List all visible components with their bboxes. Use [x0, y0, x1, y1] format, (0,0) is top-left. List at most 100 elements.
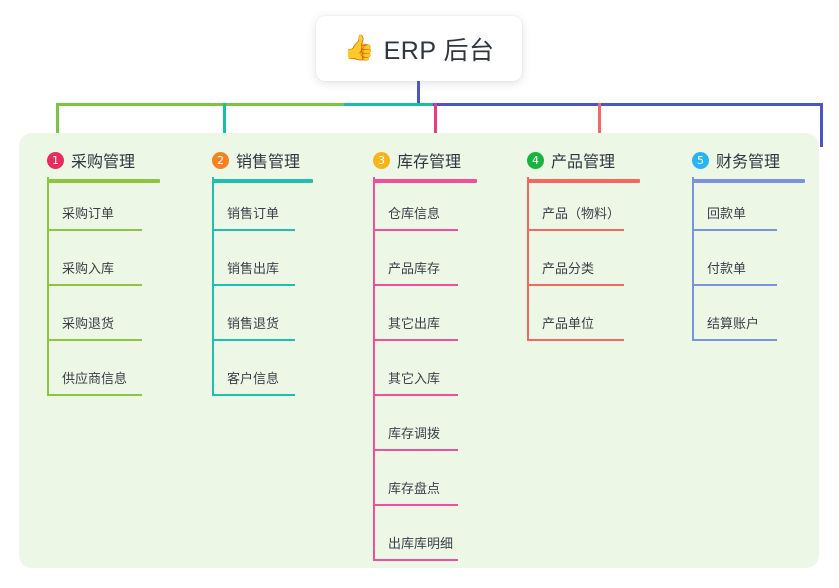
leaf-label: 出库库明细 [388, 536, 454, 551]
branch-header-1[interactable]: 1 采购管理 [47, 147, 160, 173]
branch-spine-1 [47, 177, 49, 396]
branch-title-5: 财务管理 [716, 154, 781, 171]
branch-title-1: 采购管理 [71, 154, 136, 171]
leaf-underline [527, 284, 624, 286]
branch-spine-2 [212, 177, 214, 396]
branch-underline-2 [212, 179, 313, 183]
leaf-label: 采购退货 [62, 316, 115, 331]
leaf-node[interactable]: 采购退货 [47, 313, 142, 341]
leaf-node[interactable]: 产品（物料） [527, 203, 624, 231]
leaf-node[interactable]: 供应商信息 [47, 368, 142, 396]
leaf-label: 销售订单 [227, 206, 280, 221]
branch-badge-2: 2 [212, 151, 229, 169]
root-stem-connector [417, 81, 420, 104]
leaf-underline [373, 284, 458, 286]
leaf-node[interactable]: 付款单 [692, 258, 777, 286]
leaf-label: 库存盘点 [388, 481, 441, 496]
leaf-underline [212, 284, 295, 286]
leaf-node[interactable]: 销售退货 [212, 313, 295, 341]
leaf-underline [47, 229, 142, 231]
branch-badge-1: 1 [47, 151, 64, 169]
leaf-label: 产品分类 [542, 261, 595, 276]
leaf-label: 采购入库 [62, 261, 115, 276]
branch-drop-5 [820, 103, 823, 147]
leaf-node[interactable]: 销售出库 [212, 258, 295, 286]
leaf-node[interactable]: 采购入库 [47, 258, 142, 286]
leaf-node[interactable]: 回款单 [692, 203, 777, 231]
leaf-underline [373, 559, 458, 561]
leaf-label: 销售出库 [227, 261, 280, 276]
leaf-node[interactable]: 库存调拨 [373, 423, 458, 451]
leaf-node[interactable]: 仓库信息 [373, 203, 458, 231]
leaf-node[interactable]: 采购订单 [47, 203, 142, 231]
leaf-underline [692, 339, 777, 341]
leaf-node[interactable]: 库存盘点 [373, 478, 458, 506]
leaf-label: 产品（物料） [542, 206, 621, 221]
leaf-label: 其它出库 [388, 316, 441, 331]
branch-drop-3 [434, 103, 437, 147]
leaf-label: 回款单 [707, 206, 747, 221]
branch-header-5[interactable]: 5 财务管理 [692, 147, 805, 173]
leaf-underline [373, 339, 458, 341]
leaf-node[interactable]: 产品库存 [373, 258, 458, 286]
root-node-title: ERP 后台 [383, 36, 495, 65]
leaf-underline [527, 229, 624, 231]
branch-column-2: 2 销售管理 [212, 147, 313, 183]
leaf-underline [47, 284, 142, 286]
leaf-label: 付款单 [707, 261, 747, 276]
branch-header-2[interactable]: 2 销售管理 [212, 147, 313, 173]
branch-badge-4: 4 [527, 151, 544, 169]
branch-column-3: 3 库存管理 [373, 147, 477, 183]
leaf-underline [212, 339, 295, 341]
leaf-node[interactable]: 产品单位 [527, 313, 624, 341]
bus-segment-indigo [433, 103, 823, 106]
thumbs-up-icon: 👍 [343, 34, 375, 62]
leaf-underline [212, 229, 295, 231]
branch-badge-5: 5 [692, 151, 709, 169]
branch-title-2: 销售管理 [236, 154, 301, 171]
leaf-underline [373, 229, 458, 231]
leaf-node[interactable]: 销售订单 [212, 203, 295, 231]
branch-column-5: 5 财务管理 [692, 147, 805, 183]
branch-drop-2 [223, 103, 226, 147]
leaf-underline [527, 339, 624, 341]
leaf-node[interactable]: 产品分类 [527, 258, 624, 286]
leaf-underline [373, 394, 458, 396]
leaf-label: 其它入库 [388, 371, 441, 386]
branch-underline-4 [527, 179, 640, 183]
branch-underline-3 [373, 179, 477, 183]
leaf-label: 供应商信息 [62, 371, 128, 386]
branch-column-1: 1 采购管理 [47, 147, 160, 183]
leaf-underline [47, 339, 142, 341]
branch-spine-3 [373, 177, 375, 561]
branch-title-3: 库存管理 [397, 154, 462, 171]
leaf-node[interactable]: 结算账户 [692, 313, 777, 341]
branch-header-3[interactable]: 3 库存管理 [373, 147, 477, 173]
leaf-label: 客户信息 [227, 371, 280, 386]
leaf-underline [692, 229, 777, 231]
leaf-label: 产品库存 [388, 261, 441, 276]
leaf-label: 结算账户 [707, 316, 760, 331]
leaf-underline [373, 504, 458, 506]
leaf-node[interactable]: 客户信息 [212, 368, 295, 396]
branch-badge-3: 3 [373, 151, 390, 169]
leaf-node[interactable]: 出库库明细 [373, 533, 458, 561]
branch-spine-4 [527, 177, 529, 341]
leaf-underline [373, 449, 458, 451]
branch-header-4[interactable]: 4 产品管理 [527, 147, 640, 173]
branch-title-4: 产品管理 [551, 154, 616, 171]
branch-drop-4 [598, 103, 601, 147]
bus-segment-green [56, 103, 346, 106]
branches-panel [19, 133, 819, 568]
root-node-card[interactable]: 👍 ERP 后台 [316, 16, 522, 81]
branch-drop-1 [56, 103, 59, 147]
leaf-underline [692, 284, 777, 286]
leaf-label: 仓库信息 [388, 206, 441, 221]
branch-underline-5 [692, 179, 805, 183]
bus-segment-teal [344, 103, 435, 106]
leaf-node[interactable]: 其它出库 [373, 313, 458, 341]
leaf-node[interactable]: 其它入库 [373, 368, 458, 396]
leaf-underline [212, 394, 295, 396]
leaf-label: 销售退货 [227, 316, 280, 331]
